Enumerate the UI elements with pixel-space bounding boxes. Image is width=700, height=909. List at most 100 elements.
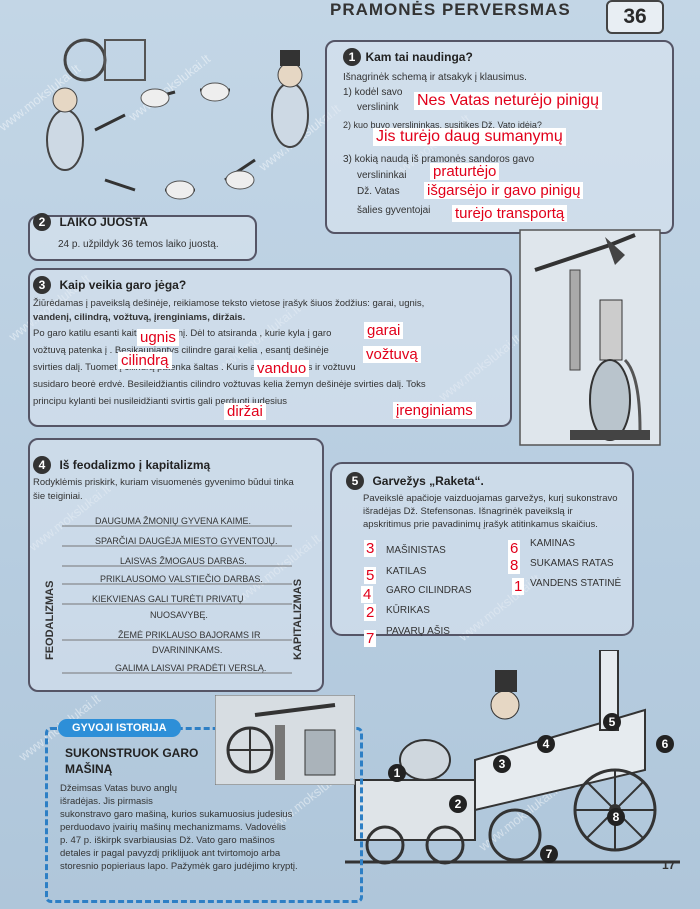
rocket-locomotive-illustration — [345, 650, 680, 865]
section-5-box — [330, 462, 634, 636]
section-2-title: LAIKO JUOSTA — [59, 215, 148, 229]
section-1-instruction: Išnagrinėk schemą ir atsakyk į klausimus… — [343, 72, 527, 83]
section-2-box — [28, 215, 257, 261]
statement-6b: DVARININKAMS. — [152, 645, 223, 655]
part-answer: 3 — [364, 540, 377, 557]
part-label: KAMINAS — [530, 538, 576, 549]
part-label: SUKAMAS RATAS — [530, 558, 614, 569]
section-1-header: 1 Kam tai naudinga? — [343, 48, 473, 66]
section-1-q3a: verslininkai — [357, 170, 407, 181]
kapitalizmas-label: KAPITALIZMAS — [292, 578, 304, 660]
part-label: GARO CILINDRAS — [386, 585, 472, 596]
section-4-instruction: Rodyklėmis priskirk, kuriam visuomenės g… — [33, 477, 294, 502]
section-4-number: 4 — [33, 456, 51, 474]
section-1-answer-4: išgarsėjo ir gavo pinigų — [424, 182, 584, 200]
part-answer: 6 — [508, 540, 521, 557]
section-1-number: 1 — [343, 48, 361, 66]
section-1-answer-3: praturtėjo — [430, 163, 500, 181]
part-answer: 2 — [364, 604, 377, 621]
living-history-box — [45, 727, 363, 903]
section-5-instruction-3: apskritimus prie pavadinimų įrašyk atiti… — [363, 519, 598, 530]
diagram-marker: 6 — [656, 735, 674, 753]
section-2-header: 2 LAIKO JUOSTA — [33, 213, 148, 231]
section-3-answer-dirzai: diržai — [224, 403, 266, 421]
section-3-header: 3 Kaip veikia garo jėga? — [33, 276, 186, 294]
section-1-q3b: Dž. Vatas — [357, 186, 400, 197]
statement-3: LAISVAS ŽMOGAUS DARBAS. — [120, 556, 247, 566]
section-3-answer-vanduo: vanduo — [254, 360, 310, 378]
statement-6: ŽEMĖ PRIKLAUSO BAJORAMS IR — [118, 630, 261, 640]
section-3-line-7: principu kylanti bei nusileidžianti svir… — [33, 396, 287, 407]
diagram-marker: 8 — [607, 808, 625, 826]
feodalizmas-label: FEODALIZMAS — [44, 580, 56, 660]
section-3-answer-irenginiams: įrenginiams — [393, 402, 476, 420]
section-3-line-4: vožtuvą patenka į . Besikaupiantys cilin… — [33, 345, 329, 356]
section-3-box — [28, 268, 512, 427]
living-history-line-4: perduodavo įvairių mašinų mechanizmams. … — [60, 822, 286, 833]
section-3-answer-voztuva: vožtuvą — [363, 346, 421, 364]
living-history-line-3: sukonstravo garo mašiną, kurios sukamuos… — [60, 809, 293, 820]
part-label: KŪRIKAS — [386, 605, 430, 616]
section-1-answer-1: Nes Vatas neturėjo pinigų — [414, 92, 603, 111]
statement-4: PRIKLAUSOMO VALSTIEČIO DARBAS. — [100, 574, 263, 584]
part-answer: 8 — [508, 557, 521, 574]
section-1-q1b: verslinink — [357, 102, 399, 113]
living-history-title-1: SUKONSTRUOK GARO — [65, 746, 199, 760]
section-5-number: 5 — [346, 472, 364, 490]
section-1-q3c: šalies gyventojai — [357, 205, 431, 216]
part-label: PAVARŲ AŠIS — [386, 626, 450, 637]
section-3-line-5: svirties dalį. Tuomet į cilindrą patenka… — [33, 362, 356, 373]
statement-2: SPARČIAI DAUGĖJA MIESTO GYVENTOJŲ. — [95, 536, 278, 546]
part-answer: 1 — [512, 578, 525, 595]
statement-5: KIEKVIENAS GALI TURĖTI PRIVATŲ — [92, 594, 244, 604]
section-1-answer-5: turėjo transportą — [452, 205, 568, 223]
section-3-line-3: Po garo katilu esanti kaitina vandenį. D… — [33, 328, 332, 339]
section-3-answer-ugnis: ugnis — [137, 329, 179, 347]
part-label: MAŠINISTAS — [386, 545, 446, 556]
diagram-marker: 2 — [449, 795, 467, 813]
living-history-line-7: storesnio popieriaus lapo. Pažymėk garo … — [60, 861, 298, 872]
section-5-header: 5 Garvežys „Raketa“. — [346, 472, 484, 490]
statement-5b: NUOSAVYBĘ. — [150, 610, 208, 620]
section-1-answer-2: Jis turėjo daug sumanymų — [373, 128, 566, 147]
economy-cycle-illustration — [46, 38, 309, 200]
section-3-line-6: susidaro beorė erdvė. Besileidžiantis ci… — [33, 379, 426, 390]
section-5-title: Garvežys „Raketa“. — [372, 474, 484, 488]
statement-1: DAUGUMA ŽMONIŲ GYVENA KAIME. — [95, 516, 252, 526]
section-1-q3: 3) kokią naudą iš pramonės sandoros gavo — [343, 154, 535, 165]
section-3-number: 3 — [33, 276, 51, 294]
section-4-title: Iš feodalizmo į kapitalizmą — [59, 458, 211, 472]
section-1-q2: 2) kuo buvo verslininkas, susitikęs Dž. … — [343, 120, 542, 130]
section-2-number: 2 — [33, 213, 51, 231]
page-number-badge: 36 — [606, 0, 664, 34]
living-history-line-1: Džeimsas Vatas buvo anglų — [60, 783, 178, 794]
part-answer: 7 — [364, 630, 377, 647]
section-3-answer-cilindra: cilindrą — [118, 352, 172, 370]
part-answer: 4 — [361, 586, 374, 603]
statement-7: GALIMA LAISVAI PRADĖTI VERSLĄ. — [115, 663, 267, 673]
living-history-title-2: MAŠINĄ — [65, 762, 113, 776]
steam-engine-illustration — [519, 229, 661, 446]
part-label: KATILAS — [386, 566, 427, 577]
diagram-marker: 7 — [540, 845, 558, 863]
diagram-marker: 4 — [537, 735, 555, 753]
section-3-line-1: Žiūrėdamas į paveikslą dešinėje, reikiam… — [33, 298, 425, 309]
living-history-line-5: p. 47 p. iškirpk svarbiausias Dž. Vato g… — [60, 835, 275, 846]
diagram-marker: 3 — [493, 755, 511, 773]
diagram-marker: 5 — [603, 713, 621, 731]
page-title: PRAMONĖS PERVERSMAS — [330, 0, 571, 19]
diagram-marker: 1 — [388, 764, 406, 782]
section-1-title: Kam tai naudinga? — [365, 50, 473, 64]
watt-engine-illustration — [215, 695, 355, 785]
part-answer: 5 — [364, 567, 377, 584]
section-3-title: Kaip veikia garo jėga? — [59, 278, 187, 292]
living-history-line-2: išradėjas. Jis pirmasis — [60, 796, 153, 807]
section-1-q1: 1) kodėl savo — [343, 87, 403, 98]
part-label: VANDENS STATINĖ — [530, 578, 622, 589]
section-2-text: 24 p. užpildyk 36 temos laiko juostą. — [58, 239, 219, 250]
section-5-instruction-2: išradėjas Dž. Stefensonas. Išnagrinėk pa… — [363, 506, 573, 517]
living-history-line-6: detales ir pagal pavyzdį priklijuok ant … — [60, 848, 281, 859]
statement-lines — [62, 525, 292, 674]
section-5-instruction-1: Paveikslė apačioje vaizduojamas garvežys… — [363, 493, 618, 504]
